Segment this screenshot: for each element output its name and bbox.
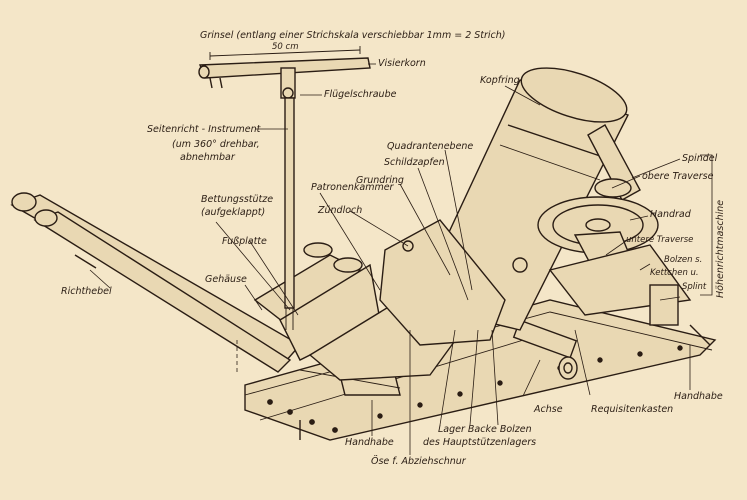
label-hoehenrichtmaschine: Höhenrichtmaschine [715,199,726,298]
richthebel-drawing [10,192,302,373]
label-richthebel: Richthebel [61,286,112,297]
label-schildzapfen: Schildzapfen [384,157,445,168]
label-seitenricht-1: Seitenricht - Instrument [147,124,261,135]
label-bettungsstuetze-2: (aufgeklappt) [201,207,266,218]
leader-lines [89,63,691,455]
cradle [379,219,506,346]
base-platform [244,299,717,441]
label-hauptstuetzenlager: des Hauptstützenlagers [423,437,537,448]
hoehenrichtmaschine-bracket [700,154,713,296]
fussplatte-ring [512,257,528,273]
label-untere-traverse: untere Traverse [626,235,694,245]
label-obere-traverse: obere Traverse [642,171,714,182]
label-bettungsstuetze-1: Bettungsstütze [201,194,274,205]
label-handrad: Handrad [650,209,691,220]
label-requisitenkasten: Requisitenkasten [591,404,674,415]
label-gehaeuse: Gehäuse [205,274,247,285]
label-seitenricht-2: (um 360° drehbar, [172,139,260,150]
elevating-machine [537,124,711,346]
label-lager-backe-bolzen: Lager Backe Bolzen [438,424,532,435]
label-seitenricht-3: abnehmbar [180,152,235,163]
scale-dimension-line [209,49,361,57]
label-fluegelschraube: Flügelschraube [324,89,397,100]
label-spindel: Spindel [682,153,718,164]
label-kopfring: Kopfring [480,75,520,86]
label-grundring: Grundring [356,175,404,186]
sight-assembly [198,57,371,330]
label-fussplatte: Fußplatte [222,236,267,247]
label-handhabe-bottom: Handhabe [345,437,394,448]
label-grinsel: Grinsel (entlang einer Strichskala versc… [200,30,506,41]
label-visierkorn: Visierkorn [378,58,426,69]
label-bolzen-1: Bolzen s. [664,255,703,265]
label-scale-50cm: 50 cm [272,42,299,52]
label-quadrantenebene: Quadrantenebene [387,141,474,152]
label-achse: Achse [534,404,563,415]
label-zuendloch: Zündloch [318,205,363,216]
label-patronenkammer: Patronenkammer [311,182,394,193]
base-rivets [267,345,683,433]
label-bolzen-2: Kettchen u. [650,268,699,278]
label-oese: Öse f. Abziehschnur [371,456,466,467]
label-splint: Splint [682,282,707,292]
label-handhabe-right: Handhabe [674,391,723,402]
